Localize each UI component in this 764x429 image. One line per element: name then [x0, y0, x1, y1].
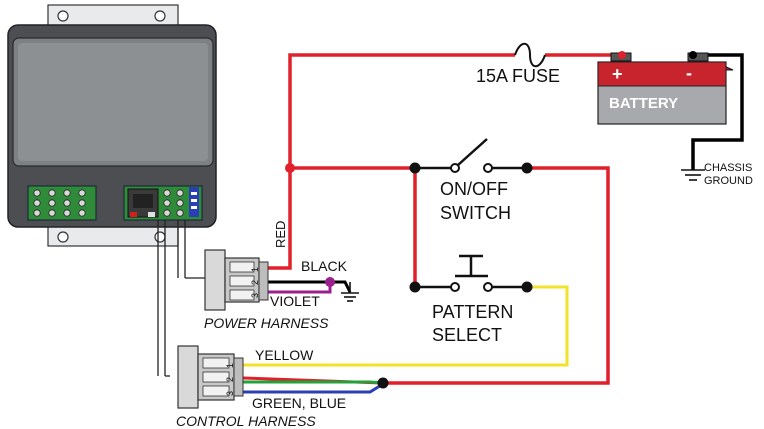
- fuse-label: 15A FUSE: [476, 66, 560, 86]
- red-junction-dot: [285, 163, 295, 173]
- yellow-wire-label: YELLOW: [255, 347, 314, 363]
- junction-dot: [409, 162, 421, 174]
- power-pin-3: 3: [250, 293, 260, 298]
- controller-screen: [18, 43, 208, 161]
- violet-wire-label: VIOLET: [270, 293, 320, 309]
- control-pin-2: 2: [225, 377, 235, 382]
- pattern-select-switch-symbol: [415, 254, 527, 292]
- pattern-label-2: SELECT: [432, 325, 502, 345]
- battery-plus-label: +: [612, 64, 623, 84]
- mounting-hole: [57, 10, 69, 22]
- red-wire-to-control: [383, 166, 610, 385]
- battery-label: BATTERY: [609, 95, 678, 112]
- controller-unit: [7, 4, 217, 247]
- battery-minus-terminal: [689, 51, 697, 59]
- blue-wire: [243, 382, 384, 394]
- power-pin-2: 2: [250, 280, 260, 285]
- power-harness-label: POWER HARNESS: [204, 315, 329, 331]
- control-pin-3: 3: [225, 391, 235, 396]
- mounting-hole: [57, 231, 69, 243]
- red-wire-main: [288, 53, 515, 250]
- control-pin-1: 1: [225, 363, 235, 368]
- chassis-label-1: CHASSIS: [704, 162, 752, 174]
- black-wire-power: [268, 280, 352, 293]
- battery-minus-label: -: [686, 63, 692, 83]
- green-blue-wire-label: GREEN, BLUE: [252, 395, 346, 411]
- black-wire-label: BLACK: [301, 258, 348, 274]
- terminal-block-right: [123, 185, 203, 221]
- power-harness-connector: [204, 249, 269, 311]
- battery-plus-terminal: [618, 51, 626, 59]
- harness-leads: [157, 220, 205, 377]
- pattern-label-1: PATTERN: [432, 302, 513, 322]
- battery: + - BATTERY: [597, 52, 734, 125]
- control-junction-dot: [377, 377, 389, 389]
- onoff-label-2: SWITCH: [440, 203, 511, 223]
- yellow-wire: [243, 285, 569, 367]
- mounting-hole: [154, 10, 166, 22]
- control-harness-label: CONTROL HARNESS: [176, 413, 316, 429]
- onoff-switch-symbol: [415, 138, 527, 173]
- violet-junction-dot: [325, 277, 335, 287]
- black-wire-chassis: [691, 53, 744, 170]
- junction-dot: [409, 281, 421, 293]
- green-wire: [243, 380, 384, 385]
- red-wire-to-power-harness: [268, 250, 292, 270]
- onoff-label-1: ON/OFF: [440, 179, 508, 199]
- control-harness-connector: [177, 345, 244, 409]
- junction-dot: [521, 162, 533, 174]
- chassis-ground-icon: [681, 169, 705, 181]
- power-ground-icon: [341, 282, 359, 302]
- mounting-hole: [154, 231, 166, 243]
- terminal-block-left: [27, 185, 97, 221]
- junction-dot: [521, 281, 533, 293]
- red-wire-label: RED: [273, 221, 288, 248]
- power-pin-1: 1: [250, 267, 260, 272]
- fuse-symbol: [514, 42, 546, 68]
- chassis-label-2: GROUND: [704, 175, 753, 187]
